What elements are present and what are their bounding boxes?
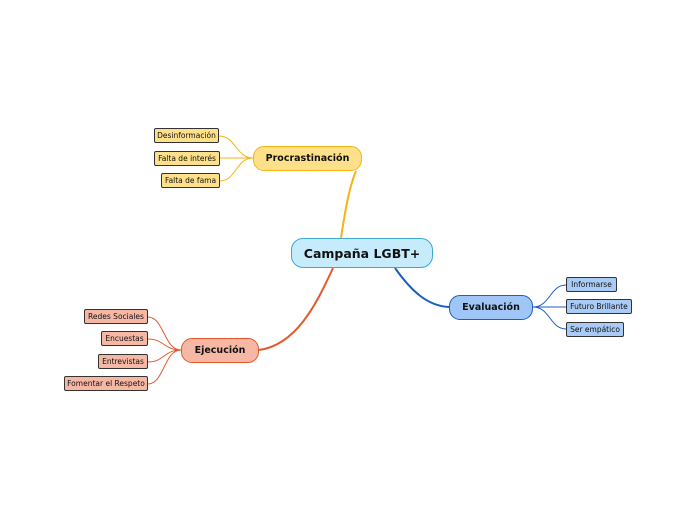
link-ejec-leaf-1 (147, 338, 182, 351)
link-ejec-leaf-2 (147, 349, 182, 363)
topic-ejecucion[interactable]: Ejecución (181, 338, 259, 363)
link-central-procrastinacion (340, 170, 357, 239)
link-central-evaluacion (394, 267, 450, 308)
subtopic-desinformacion[interactable]: Desinformación (154, 128, 219, 143)
subtopic-redes-sociales[interactable]: Redes Sociales (84, 309, 148, 324)
subtopic-encuestas[interactable]: Encuestas (101, 331, 148, 346)
link-proc-leaf-2 (219, 157, 254, 182)
subtopic-informarse[interactable]: Informarse (566, 277, 617, 292)
subtopic-ser-empatico[interactable]: Ser empático (566, 322, 624, 337)
subtopic-falta-de-fama[interactable]: Falta de fama (161, 173, 220, 188)
link-eval-leaf-0 (532, 284, 567, 308)
link-eval-leaf-2 (532, 306, 567, 330)
link-central-ejecucion (258, 267, 334, 351)
subtopic-falta-de-interes[interactable]: Falta de interés (154, 151, 220, 166)
link-ejec-leaf-0 (147, 316, 182, 351)
subtopic-fomentar-el-respeto[interactable]: Fomentar el Respeto (64, 376, 148, 391)
central-topic[interactable]: Campaña LGBT+ (291, 238, 433, 268)
subtopic-entrevistas[interactable]: Entrevistas (98, 354, 148, 369)
link-ejec-leaf-3 (147, 349, 182, 385)
topic-evaluacion[interactable]: Evaluación (449, 295, 533, 320)
topic-procrastinacion[interactable]: Procrastinación (253, 146, 362, 171)
link-proc-leaf-0 (218, 135, 254, 159)
subtopic-futuro-brillante[interactable]: Futuro Brillante (566, 299, 632, 314)
